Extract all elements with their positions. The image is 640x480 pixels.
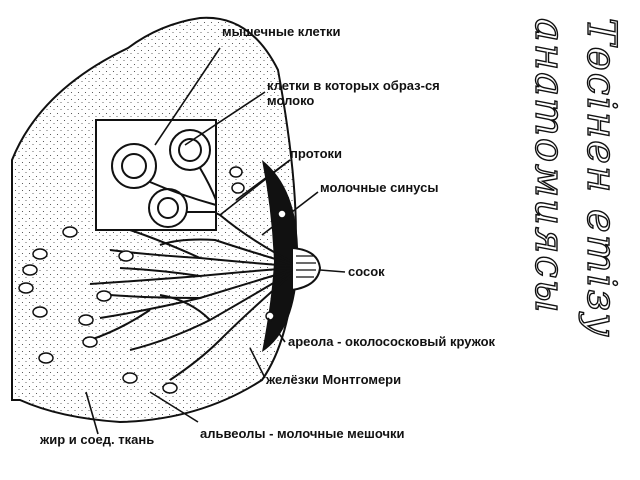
label-fat-tissue: жир и соед. ткань (39, 432, 154, 447)
nipple-shape (291, 246, 322, 292)
label-milk-cells-line2: молоко (267, 93, 314, 108)
label-montgomery: желёзки Монтгомери (265, 372, 401, 387)
lobule-detail (111, 129, 211, 228)
label-alveoli: альвеолы - молочные мешочки (200, 426, 405, 441)
lobule-ducts (149, 167, 217, 213)
side-title-line2: анатомиясы (526, 18, 572, 314)
label-nipple: сосок (348, 264, 385, 279)
label-milk-sinuses: молочные синусы (320, 180, 438, 195)
side-title-line1: Төсінен етізу (578, 18, 624, 338)
label-areola: ареола - околососковый кружок (288, 334, 496, 349)
leader-lines (85, 47, 346, 435)
milk-ducts (89, 169, 293, 381)
nipple-lines (296, 255, 316, 278)
label-milk-cells-line1: клетки в которых образ-ся (267, 78, 440, 93)
label-ducts: протоки (290, 146, 342, 161)
label-muscle-cells: мышечные клетки (222, 24, 340, 39)
